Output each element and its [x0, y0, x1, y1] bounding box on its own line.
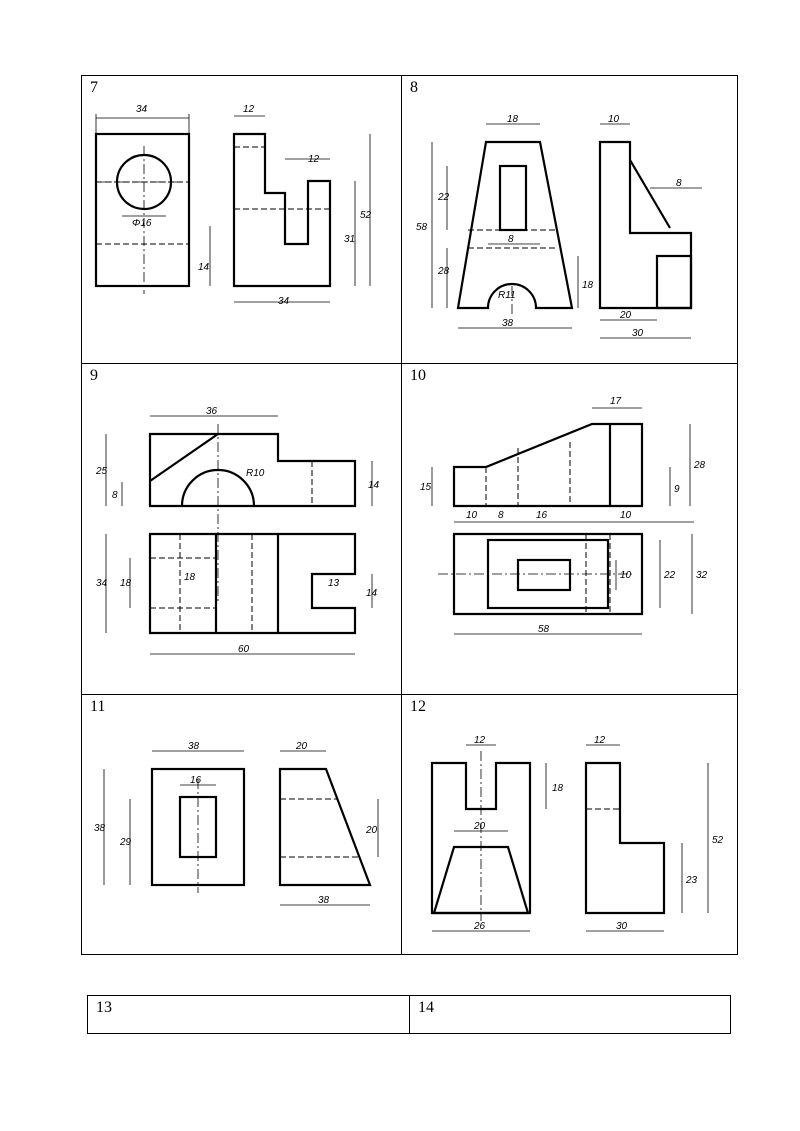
exercise-number: 14	[418, 999, 434, 1016]
dim: 26	[473, 921, 486, 932]
exercise-number: 8	[410, 79, 418, 96]
exercise-number: 9	[90, 367, 98, 384]
dim: 22	[663, 570, 676, 581]
exercise-number: 10	[410, 367, 426, 384]
exercise-11: 11 38 16 38	[82, 695, 401, 955]
dim: 29	[119, 837, 132, 848]
dim: 34	[96, 578, 108, 589]
dim: 22	[437, 192, 450, 203]
dim: 15	[420, 482, 432, 493]
dim: 10	[620, 570, 632, 581]
dim: 30	[616, 921, 628, 932]
dim: 18	[507, 114, 519, 125]
dim: 10	[466, 510, 478, 521]
dim: 17	[610, 396, 622, 407]
dim: 10	[620, 510, 632, 521]
drawing-grid: 7	[81, 75, 738, 955]
dim: 18	[184, 572, 196, 583]
dim: 14	[366, 588, 378, 599]
dim: 25	[95, 466, 108, 477]
dim: 23	[685, 875, 698, 886]
dim: 20	[295, 741, 308, 752]
dim: 28	[693, 460, 706, 471]
dim: 28	[437, 266, 450, 277]
dim: 8	[508, 234, 514, 245]
exercise-13: 13	[88, 996, 410, 1033]
exercise-number: 7	[90, 79, 98, 96]
dim: R11	[498, 290, 516, 301]
exercise-9: 9	[82, 364, 401, 694]
dim: 32	[696, 570, 708, 581]
dim: 58	[416, 222, 428, 233]
dim: 12	[474, 735, 486, 746]
grid-divider	[82, 694, 737, 695]
dim: 8	[498, 510, 504, 521]
dim: 16	[190, 775, 202, 786]
dim: 12	[308, 154, 320, 165]
dim: 18	[582, 280, 594, 291]
dim: 31	[344, 234, 355, 245]
dim: 12	[243, 104, 255, 115]
dim: 8	[112, 490, 118, 501]
exercise-10: 10	[402, 364, 738, 694]
dim: 52	[712, 835, 724, 846]
dim: 30	[632, 328, 644, 339]
dim: 34	[278, 296, 290, 307]
dim: Φ16	[132, 218, 152, 229]
exercise-14: 14	[410, 996, 730, 1033]
dim: 52	[360, 210, 372, 221]
exercise-table-13-14: 13 14	[87, 995, 731, 1034]
dim: 14	[368, 480, 380, 491]
drawing-10: 17 15 28 9 10 8 16 10 10 22 32 58	[420, 396, 708, 635]
dim: 8	[676, 178, 682, 189]
dim: 60	[238, 644, 250, 655]
dim: 38	[94, 823, 106, 834]
dim: 10	[608, 114, 620, 125]
drawing-12: 12 12 18 20 52 23 26 30	[430, 735, 724, 932]
grid-divider	[401, 76, 402, 954]
dim: 20	[365, 825, 378, 836]
dim: 58	[538, 624, 550, 635]
dim: 20	[473, 821, 486, 832]
dim: 14	[198, 262, 210, 273]
drawing-8: 18 10 22 58 8 8 28 18 R11 38 20 30	[416, 114, 702, 339]
dim: R10	[246, 468, 265, 479]
exercise-12: 12 12 12 18	[402, 695, 738, 955]
dim: 34	[136, 104, 148, 115]
drawing-11: 38 16 38 29 20 20 38	[94, 741, 379, 906]
dim: 18	[552, 783, 564, 794]
exercise-8: 8	[402, 76, 738, 363]
grid-divider	[82, 363, 737, 364]
dim: 18	[120, 578, 132, 589]
exercise-number: 13	[96, 999, 112, 1016]
dim: 13	[328, 578, 340, 589]
drawing-9: 36 25 8 R10 14 34 18 18 13 14 60	[95, 406, 380, 655]
dim: 16	[536, 510, 548, 521]
dim: 20	[619, 310, 632, 321]
dim: 9	[674, 484, 680, 495]
dim: 38	[502, 318, 514, 329]
dim: 38	[318, 895, 330, 906]
exercise-7: 7	[82, 76, 401, 363]
dim: 38	[188, 741, 200, 752]
exercise-number: 11	[90, 698, 106, 715]
dim: 12	[594, 735, 606, 746]
dim: 36	[206, 406, 218, 417]
exercise-number: 12	[410, 698, 426, 715]
drawing-7: 34 12 12 Φ16 14 31 52 34	[94, 104, 372, 307]
